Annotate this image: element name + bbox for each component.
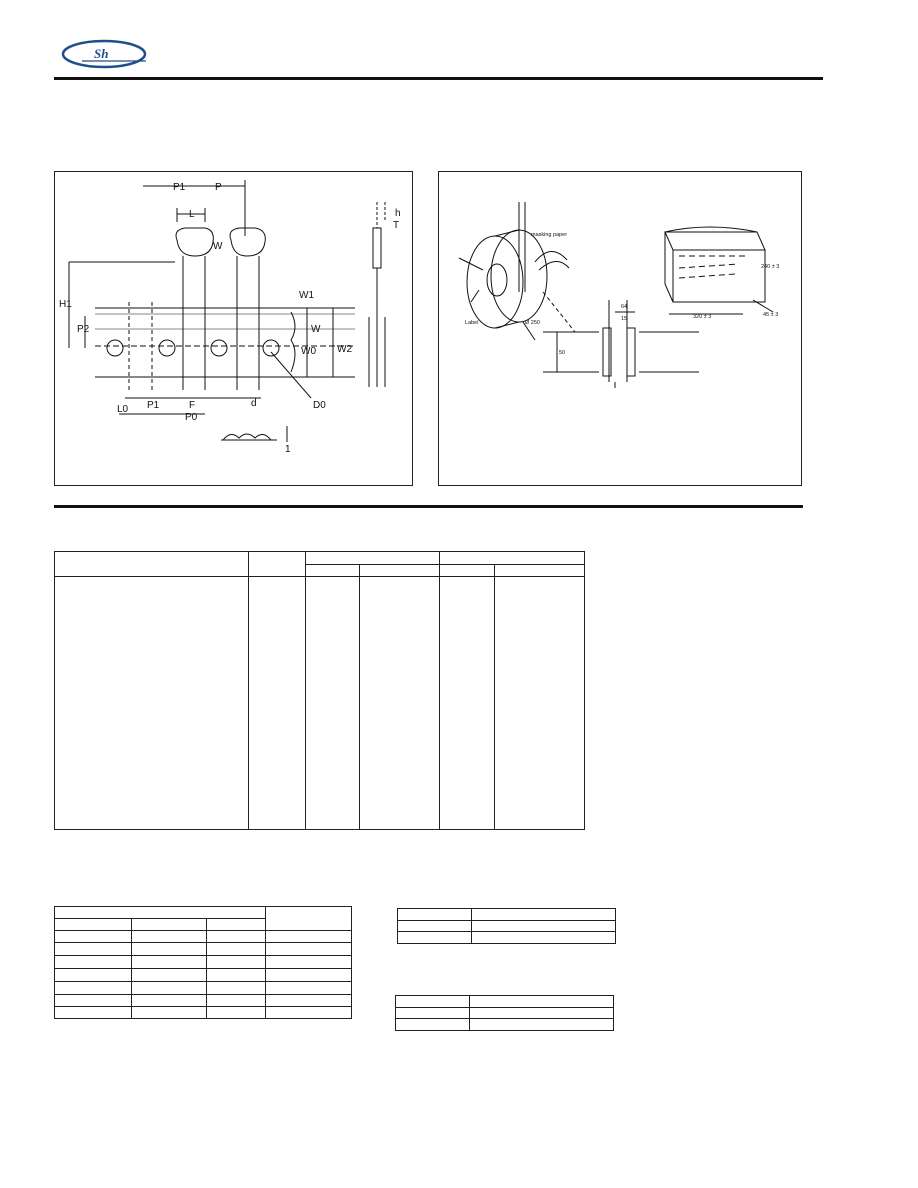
label-dim-15: 15	[621, 316, 627, 322]
label-reel-label: Label	[465, 320, 478, 326]
packing-drawing: masking paper Label Ø 250 64 15 50 240 ±…	[458, 202, 779, 388]
table-header-cell	[54, 918, 132, 931]
table-row	[54, 942, 353, 956]
label-t: T	[393, 220, 399, 231]
table-header-cell	[439, 564, 495, 577]
table-row	[395, 1007, 614, 1019]
table-row	[397, 931, 616, 944]
label-l0: L0	[117, 404, 129, 415]
table-header-cell	[265, 906, 353, 931]
table-header-cell	[359, 564, 440, 577]
table-cell	[305, 576, 360, 830]
label-w0: W0	[301, 346, 316, 357]
table-header-cell	[494, 564, 585, 577]
label-dim-50: 50	[559, 350, 565, 356]
label-diameter: Ø 250	[525, 320, 540, 326]
label-w-tape: W	[311, 324, 321, 335]
label-w1: W1	[299, 290, 314, 301]
table-row	[54, 930, 353, 943]
small-table-2	[395, 995, 614, 1031]
label-d0: D0	[313, 400, 326, 411]
label-dim-240: 240 ± 3	[761, 264, 779, 270]
table-header-cell	[305, 564, 360, 577]
table-row	[54, 994, 353, 1007]
table-header-cell	[53, 906, 267, 919]
label-w2: W2	[337, 344, 352, 355]
table-cell	[494, 576, 585, 830]
table-header-cell	[439, 551, 585, 565]
small-table-1	[397, 908, 616, 944]
table-header-cell	[248, 551, 306, 577]
table-row	[395, 995, 614, 1008]
table-row	[54, 955, 353, 969]
label-dim-45: 45 ± 3	[763, 312, 778, 318]
table-row	[54, 968, 353, 982]
logo-oval: Sh	[61, 39, 147, 69]
header-rule	[54, 77, 823, 80]
quantity-table	[53, 906, 353, 1019]
table-row	[397, 908, 616, 921]
packing-figure: masking paper Label Ø 250 64 15 50 240 ±…	[438, 171, 802, 486]
table-cell	[439, 576, 495, 830]
table-row	[397, 920, 616, 932]
section-rule	[54, 505, 803, 508]
label-dim-64: 64	[621, 304, 627, 310]
label-w-body: W	[213, 241, 223, 252]
label-d: d	[251, 398, 257, 409]
label-p1-top: P1	[173, 182, 186, 193]
taping-dimension-figure: P1 P L W h T H1 P2 W1 W W0 W2 L0 P1 F d …	[54, 171, 413, 486]
table-header-cell	[54, 551, 249, 577]
table-cell	[54, 576, 249, 830]
label-f: F	[189, 400, 195, 411]
logo: Sh	[60, 38, 148, 70]
table-header-cell	[205, 918, 267, 931]
taping-drawing: P1 P L W h T H1 P2 W1 W W0 W2 L0 P1 F d …	[59, 180, 401, 455]
table-row	[395, 1018, 614, 1031]
label-l: L	[189, 209, 195, 220]
table-header-cell	[305, 551, 440, 565]
table-header-cell	[131, 918, 207, 931]
label-h1: H1	[59, 299, 72, 310]
table-row	[54, 1006, 353, 1019]
label-p1-bottom: P1	[147, 400, 160, 411]
label-one: 1	[285, 444, 291, 455]
label-p0: P0	[185, 412, 198, 423]
label-h: h	[395, 208, 401, 219]
taping-dimension-table	[54, 551, 585, 830]
table-cell	[359, 576, 440, 830]
table-cell	[248, 576, 306, 830]
table-row	[54, 981, 353, 995]
label-dim-320: 320 ± 3	[693, 314, 711, 320]
label-p2: P2	[77, 324, 90, 335]
label-p-top: P	[215, 182, 222, 193]
label-masking-paper: masking paper	[531, 232, 567, 238]
logo-text: Sh	[94, 46, 108, 61]
